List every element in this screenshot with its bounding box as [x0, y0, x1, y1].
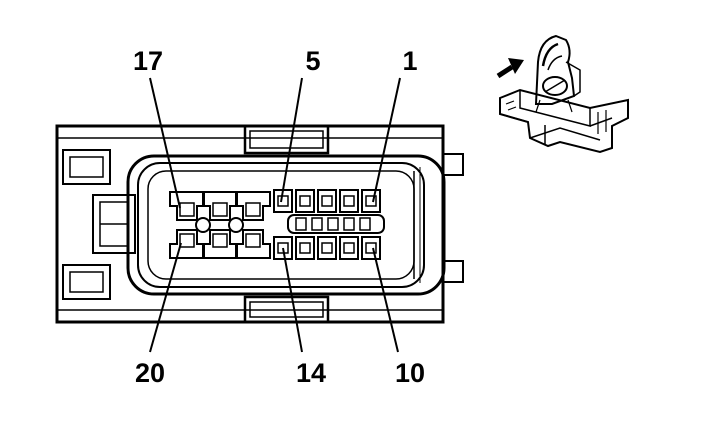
connector-body	[55, 124, 464, 324]
connector-isometric-view	[496, 34, 629, 154]
small-terminal-cavities	[273, 189, 385, 260]
pin-label-17: 17	[133, 46, 163, 76]
arrow-icon	[496, 58, 524, 79]
leader-lines	[149, 77, 401, 353]
pin-label-10: 10	[395, 358, 425, 388]
pin-number-labels: 17 5 1 20 14 10	[133, 46, 425, 388]
large-terminal-cavities	[169, 191, 271, 259]
pin-label-5: 5	[305, 46, 320, 76]
pin-label-1: 1	[402, 46, 417, 76]
pin-label-20: 20	[135, 358, 165, 388]
pin-label-14: 14	[296, 358, 326, 388]
